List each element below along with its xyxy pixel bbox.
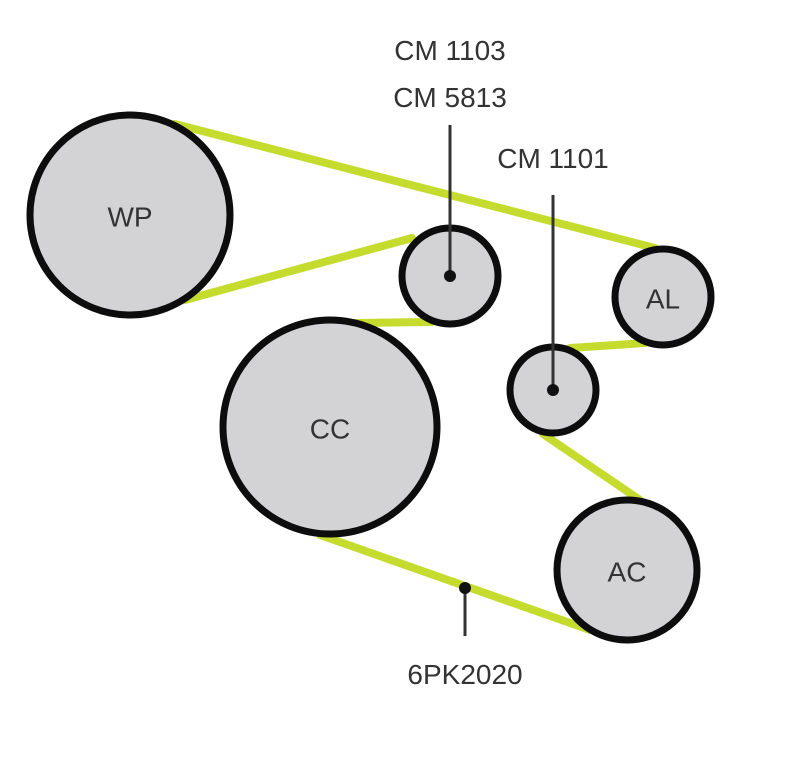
belt-segment-cc-ac: [316, 531, 594, 634]
belt-part-number: 6PK2020: [407, 659, 522, 690]
pulley-wp: [26, 111, 234, 319]
belt-segment-al-idler2: [566, 339, 649, 352]
belt-segment-wp-al: [171, 120, 659, 252]
idler1-part-number-2: CM 5813: [393, 82, 507, 113]
pulley-label-cc: CC: [310, 414, 350, 445]
pulley-label-al: AL: [646, 284, 680, 315]
belt-marker-dot: [459, 582, 471, 594]
belt-segment-wp-idler1: [181, 234, 416, 304]
center-dot-idler2: [547, 384, 559, 396]
belt-segment-cc-idler1: [351, 318, 436, 327]
pulley-al: [611, 245, 715, 349]
pulley-label-ac: AC: [608, 557, 647, 588]
pulley-ac: [553, 496, 701, 644]
idler2-part-number: CM 1101: [497, 143, 609, 174]
idler1-part-number-1: CM 1103: [394, 35, 506, 66]
pulley-cc: [219, 316, 441, 538]
belt-segment-idler2-ac: [539, 430, 644, 504]
pulley-label-wp: WP: [107, 202, 152, 233]
center-dot-idler1: [444, 270, 456, 282]
